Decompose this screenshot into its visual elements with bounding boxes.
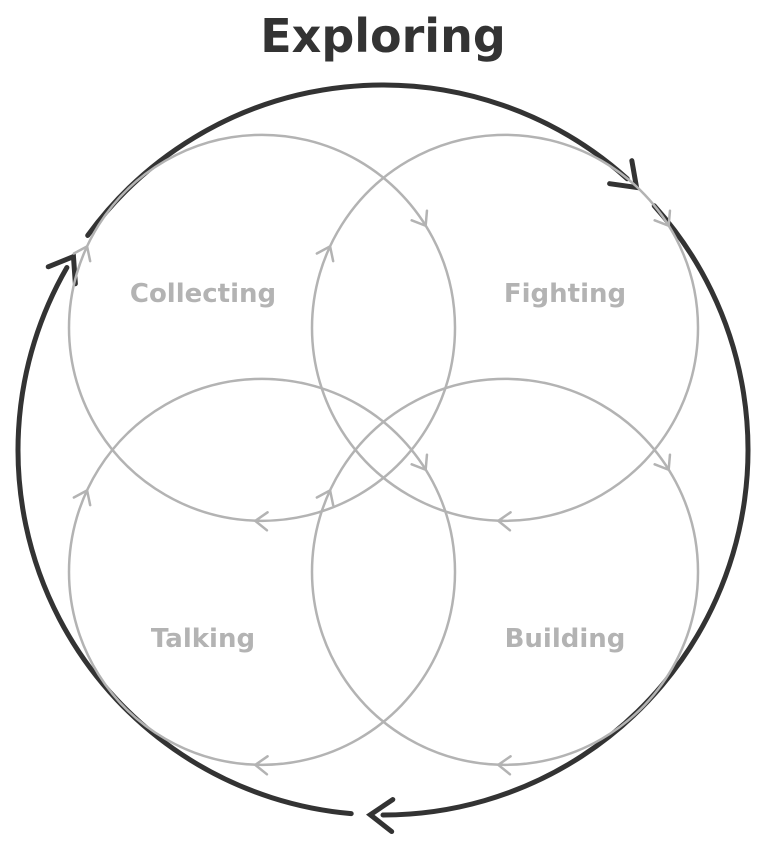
- loop-fighting: Fighting: [310, 133, 700, 532]
- loop-building-ring-arrowhead-0: [653, 453, 672, 472]
- loop-building-ring-arrowhead-1: [496, 755, 512, 776]
- outer-cycle: [15, 82, 751, 835]
- loop-fighting-ring-circle: [310, 133, 700, 523]
- loop-building-ring-circle: [310, 377, 700, 767]
- outer-arc-left: [15, 265, 354, 817]
- loop-talking-ring-arrowhead-2: [72, 488, 92, 507]
- loop-building-ring: [310, 377, 700, 776]
- loop-collecting-ring-arrowhead-0: [410, 209, 429, 228]
- loop-collecting: Collecting: [67, 133, 457, 532]
- loop-collecting-ring-circle: [67, 133, 457, 523]
- loop-label-fighting: Fighting: [504, 279, 626, 309]
- loop-building: Building: [310, 377, 700, 776]
- loop-fighting-ring-arrowhead-2: [315, 244, 335, 263]
- loop-fighting-ring-arrowhead-0: [653, 209, 672, 228]
- loop-label-building: Building: [505, 624, 626, 654]
- loop-talking: Talking: [67, 377, 457, 776]
- loop-fighting-ring: [310, 133, 700, 532]
- loop-label-talking: Talking: [151, 624, 255, 654]
- diagram-title: Exploring: [260, 9, 506, 63]
- loop-label-collecting: Collecting: [130, 279, 276, 309]
- outer-arc-right: [380, 203, 751, 818]
- loop-collecting-ring-arrowhead-2: [72, 244, 92, 263]
- loop-talking-ring: [67, 377, 457, 776]
- loop-talking-ring-arrowhead-0: [410, 453, 429, 472]
- loop-talking-ring-arrowhead-1: [253, 755, 269, 776]
- outer-arrowhead-bottom: [366, 797, 396, 835]
- loop-talking-ring-circle: [67, 377, 457, 767]
- loop-collecting-ring-arrowhead-1: [253, 511, 269, 532]
- outer-arrowhead-left: [45, 252, 78, 287]
- loop-fighting-ring-arrowhead-1: [496, 511, 512, 532]
- loop-building-ring-arrowhead-2: [315, 488, 335, 507]
- loop-collecting-ring: [67, 133, 457, 532]
